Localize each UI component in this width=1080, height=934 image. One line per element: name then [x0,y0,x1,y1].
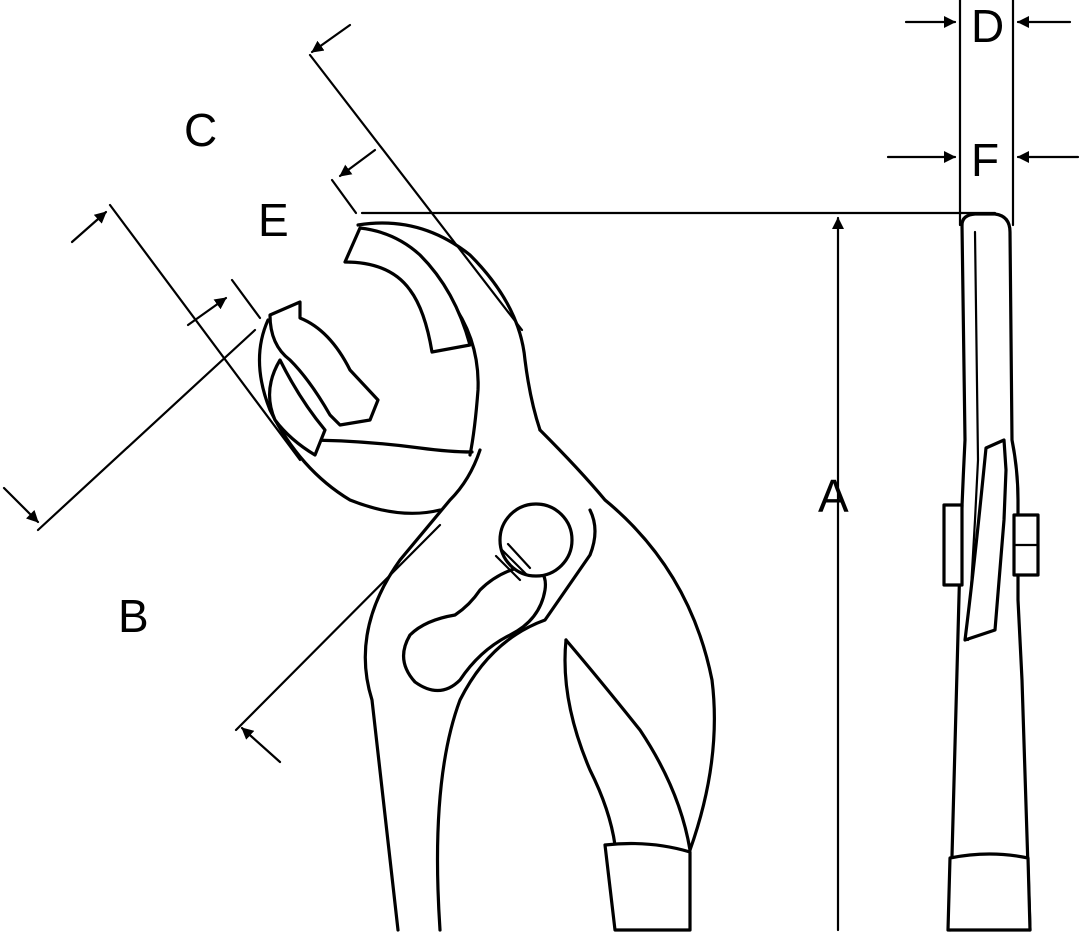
lower-jaw-outer [257,318,442,515]
pliers-front-view [257,221,716,932]
label-b: B [118,590,149,642]
lower-jaw-inner [298,438,474,454]
dimension-labels: A B C D E F [118,0,1004,642]
dimension-e-arrow-outer [338,148,377,178]
label-c: C [184,104,217,156]
dimension-e-extension-outer [330,178,358,215]
lower-handle [363,448,482,932]
side-view-upper-jaw [963,438,1008,642]
label-a: A [818,470,849,522]
upper-handle-outer [538,428,716,852]
lower-jaw-teeth-top [268,300,380,427]
dimension-c-extension-outer [308,53,524,332]
lower-handle-inner-edge [435,508,597,932]
label-f: F [971,134,999,186]
upper-handle-inner [564,638,692,852]
dimension-b-arrow-lower [240,726,282,764]
upper-jaw-teeth [343,226,472,354]
side-view-outline [960,212,1032,932]
upper-jaw-outer [356,221,542,432]
handle-grip-sleeve [603,841,692,932]
dimension-e-extension-inner [230,278,262,320]
dimension-e-arrow-inner [186,296,228,327]
upper-handle-left-edge [563,638,617,847]
pivot-bolt-neck [494,542,532,582]
dimension-c-arrow-outer [310,23,352,54]
pivot-slot [402,563,548,693]
dimension-b-extension-lower [234,523,442,732]
side-view-grip-sleeve [946,852,1032,932]
dimension-c-arrow-inner [70,210,108,244]
label-d: D [971,0,1004,52]
dimension-b-extension-upper [36,328,257,532]
label-e: E [258,194,289,246]
lower-jaw-teeth-bottom [267,358,327,457]
pivot-bolt [498,502,574,578]
side-view-nut-left [942,503,964,587]
dimension-b-arrow-upper [2,486,40,524]
dimension-c-extension-inner [108,203,302,462]
pliers-side-view [942,212,1040,932]
